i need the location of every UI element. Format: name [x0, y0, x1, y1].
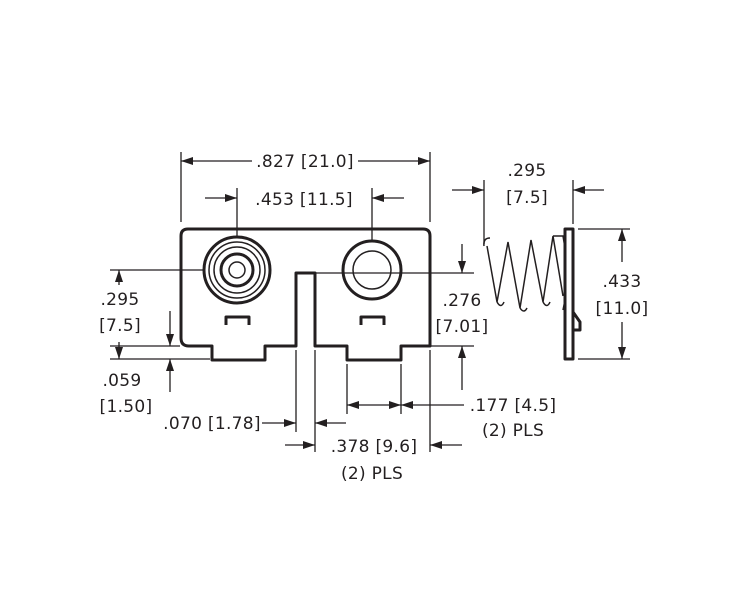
tab-spacing-label: .378 [9.6]: [331, 437, 418, 457]
overall-height-in-label: .433: [602, 272, 641, 292]
tab-height-in-label: .059: [102, 371, 141, 391]
dimension-arrowhead: [181, 157, 193, 165]
slot-width-label: .070 [1.78]: [163, 414, 261, 434]
tab-spacing-qty-label: (2) PLS: [341, 464, 403, 484]
contact-spacing-label: .453 [11.5]: [255, 190, 353, 210]
dimension-arrowhead: [225, 194, 237, 202]
dimension-arrowhead: [347, 401, 359, 409]
side-view-tab: [571, 311, 582, 332]
overall-width-label: .827 [21.0]: [256, 152, 354, 172]
overall-height-mm-label: [11.0]: [596, 299, 649, 319]
contact-offset-mm-label: [7.01]: [436, 317, 489, 337]
dimension-arrowhead: [389, 401, 401, 409]
dimension-arrowhead: [303, 441, 315, 449]
dimension-arrowhead: [315, 419, 327, 427]
dimension-arrowhead: [166, 334, 174, 346]
side-view-spring: [483, 235, 566, 312]
dimension-arrowhead: [430, 441, 442, 449]
tab-height-mm-label: [1.50]: [100, 397, 153, 417]
dimension-arrowhead: [418, 157, 430, 165]
dimension-arrowhead: [166, 359, 174, 371]
dimension-arrowhead: [401, 401, 413, 409]
dimension-arrowhead: [458, 261, 466, 273]
dimension-arrowhead: [115, 347, 123, 359]
side-view-plate: [563, 227, 575, 361]
dimension-arrowhead: [115, 270, 123, 282]
dimension-arrowhead: [284, 419, 296, 427]
dimension-arrowhead: [372, 194, 384, 202]
holder-body-outline: [179, 227, 432, 362]
left-tab-mark: [224, 315, 251, 325]
right-tab-mark: [359, 315, 386, 325]
dimension-arrowhead: [618, 347, 626, 359]
spring-length-in-label: .295: [507, 161, 546, 181]
tab-width-label: .177 [4.5]: [470, 396, 557, 416]
positive-contact: [341, 239, 403, 301]
contact-height-in-label: .295: [100, 290, 139, 310]
dimension-arrowhead: [458, 346, 466, 358]
dimension-arrowhead: [618, 229, 626, 241]
dimension-arrowhead: [472, 186, 484, 194]
contact-offset-in-label: .276: [442, 291, 481, 311]
spring-length-mm-label: [7.5]: [506, 188, 548, 208]
tab-width-qty-label: (2) PLS: [482, 421, 544, 441]
contact-height-mm-label: [7.5]: [99, 316, 141, 336]
negative-contact: [202, 235, 272, 305]
dimension-arrowhead: [573, 186, 585, 194]
dimension-arrows: [115, 157, 626, 449]
